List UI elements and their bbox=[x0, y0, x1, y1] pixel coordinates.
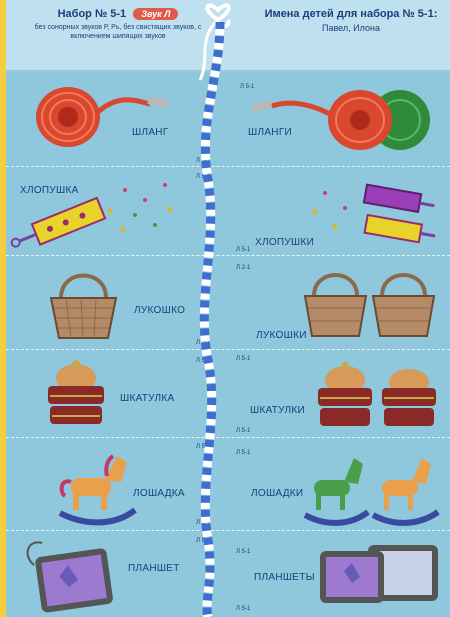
hose-illustration bbox=[36, 87, 169, 147]
tablet-illustration bbox=[26, 541, 113, 613]
word-loshadki: ЛОШАДКИ bbox=[251, 488, 304, 499]
word-khlopushki: ХЛОПУШКИ bbox=[255, 237, 315, 248]
rope-illustration bbox=[198, 3, 231, 617]
tablets-illustration bbox=[320, 545, 438, 603]
code-label: Л 5-1 bbox=[236, 549, 251, 555]
code-label: Л 2-1 bbox=[236, 265, 251, 271]
word-loshadka: ЛОШАДКА bbox=[133, 488, 185, 499]
names-value: Павел, Илона bbox=[322, 23, 380, 33]
code-label: Л 5-1 bbox=[236, 606, 251, 612]
names-title: Имена детей для набора № 5-1: bbox=[264, 8, 438, 20]
code-label: Л 5-1 bbox=[236, 428, 251, 434]
code-label: Л 5-1 bbox=[236, 356, 251, 362]
word-shlang: ШЛАНГ bbox=[132, 127, 169, 138]
names-info: Имена детей для набора № 5-1: Павел, Ило… bbox=[256, 8, 446, 33]
code-label: Л 5-1 bbox=[240, 84, 255, 90]
box-illustration bbox=[48, 360, 104, 424]
word-planshety: ПЛАНШЕТЫ bbox=[254, 572, 315, 583]
set-info: Набор № 5-1 Звук Л без сонорных звуков Р… bbox=[18, 8, 218, 41]
row-divider bbox=[6, 530, 450, 531]
crackers-illustration bbox=[312, 183, 436, 244]
word-khlopushka: ХЛОПУШКА bbox=[20, 185, 79, 196]
word-shlangi: ШЛАНГИ bbox=[248, 127, 293, 138]
word-shkatulka: ШКАТУЛКА bbox=[120, 393, 175, 404]
hoses-illustration bbox=[251, 90, 430, 150]
set-description: без сонорных звуков Р, Рь, без свистящих… bbox=[34, 24, 202, 40]
code-label: Л 5-1 bbox=[196, 158, 211, 164]
row-divider bbox=[6, 255, 450, 256]
code-label: Л 5-1 bbox=[236, 247, 251, 253]
word-shkatulki: ШКАТУЛКИ bbox=[250, 405, 305, 416]
set-title: Набор № 5-1 bbox=[57, 8, 127, 20]
row-divider bbox=[6, 166, 450, 167]
baskets-illustration bbox=[303, 273, 436, 337]
row-divider bbox=[6, 437, 450, 438]
code-label: Л 5-1 bbox=[196, 444, 211, 450]
code-label: Л 5-1 bbox=[196, 538, 211, 544]
basket-illustration bbox=[49, 273, 118, 339]
horse-illustration bbox=[58, 454, 137, 526]
code-label: Л 5-1 bbox=[196, 358, 211, 364]
word-lukoshko: ЛУКОШКО bbox=[134, 305, 186, 316]
word-lukoshki: ЛУКОШКИ bbox=[256, 330, 307, 341]
cracker-illustration bbox=[10, 183, 173, 248]
code-label: Л 5-1 bbox=[236, 450, 251, 456]
sound-badge: Звук Л bbox=[133, 8, 179, 20]
row-divider bbox=[6, 349, 450, 350]
word-planshet: ПЛАНШЕТ bbox=[128, 563, 180, 574]
boxes-illustration bbox=[318, 362, 436, 426]
horses-illustration bbox=[303, 458, 440, 526]
